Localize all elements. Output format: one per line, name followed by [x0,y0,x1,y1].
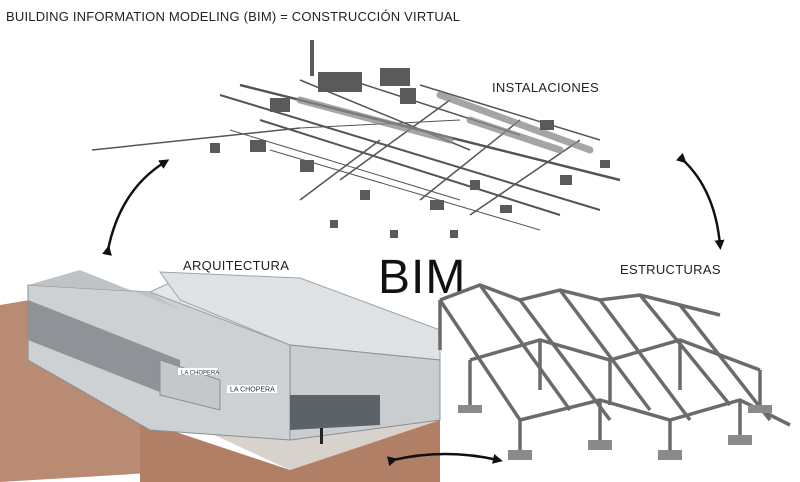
arrow-arquitectura-instalaciones [102,159,170,256]
diagram-title: BUILDING INFORMATION MODELING (BIM) = CO… [6,9,461,24]
arrow-instalaciones-estructuras [675,152,725,250]
label-instalaciones: INSTALACIONES [492,80,599,95]
building-sign-side: LA CHOPERA [230,387,275,394]
building-sign-front: LA CHOPERA [181,371,219,377]
label-estructuras: ESTRUCTURAS [620,262,721,277]
arrow-arquitectura-estructuras [387,452,503,466]
label-arquitectura: ARQUITECTURA [183,258,290,273]
